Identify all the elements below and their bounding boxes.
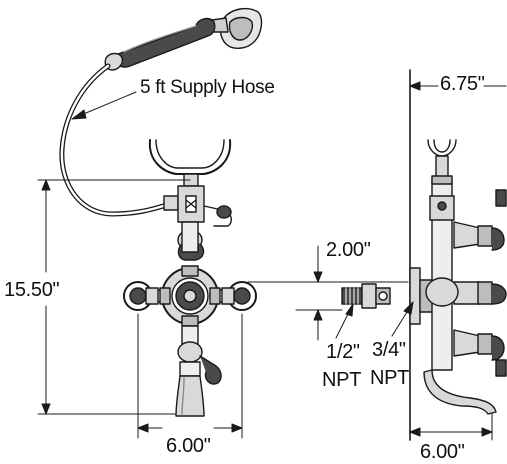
side-depth-dimension-label: 6.75" <box>440 73 485 95</box>
npt-threequarter-unit-label: NPT <box>370 367 410 389</box>
side-view-valve <box>409 69 507 441</box>
hand-shower <box>104 7 263 71</box>
front-view-valve <box>123 139 257 417</box>
front-width-dimension-label: 6.00" <box>166 435 211 457</box>
height-dimension-label: 15.50" <box>4 279 60 301</box>
npt-half-unit-label: NPT <box>322 369 362 391</box>
inlet-adapter <box>341 283 391 309</box>
inlet-offset-dimension-label: 2.00" <box>326 239 371 261</box>
side-spout-dimension-label: 6.00" <box>420 441 465 463</box>
hose-length-label: 5 ft Supply Hose <box>140 77 275 98</box>
dimension-lines <box>37 81 507 441</box>
npt-threequarter-size-label: 3/4" <box>372 339 406 361</box>
supply-hose <box>59 63 179 217</box>
npt-half-size-label: 1/2" <box>326 341 360 363</box>
